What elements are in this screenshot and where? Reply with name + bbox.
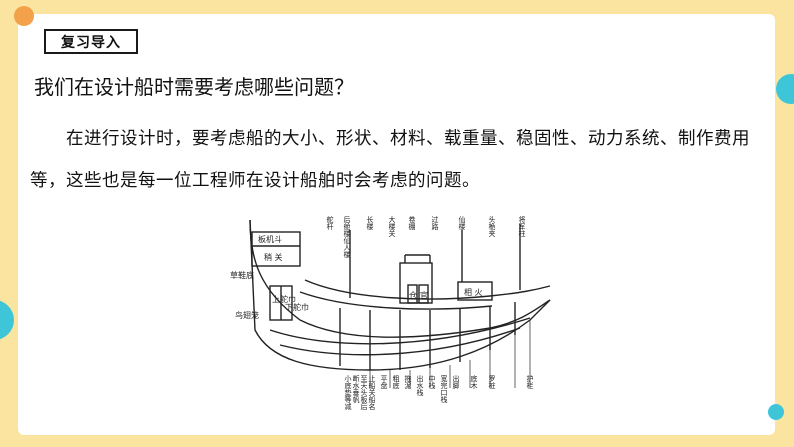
label-bottom-11: 底木 xyxy=(470,374,478,390)
body-paragraph: 在进行设计时，要考虑船的大小、形状、材料、载重量、稳固性、动力系统、制作费用等，… xyxy=(30,129,750,191)
label-top-6: 仙楼 xyxy=(458,215,466,231)
label-bottom-13: 护栏 xyxy=(526,374,534,390)
label-top-7: 头桅夹 xyxy=(488,215,496,238)
label-top-8: 将军柱 xyxy=(518,215,526,238)
label-bottom-8: 中栈 xyxy=(428,374,436,389)
decor-dot-teal-left xyxy=(0,300,14,340)
label-bottom-3: 止船关船名 xyxy=(368,374,376,410)
label-stern-box-mid: 稍 关 xyxy=(264,252,283,262)
decor-dot-teal-right xyxy=(776,74,794,104)
slide-card xyxy=(18,14,775,435)
label-stern-box-top: 板机斗 xyxy=(258,234,282,244)
label-cabin-left: 仓 xyxy=(409,290,417,300)
label-top-2: 长楼 xyxy=(366,215,374,231)
label-top-1: 后舱楼仙人楼 xyxy=(343,215,351,259)
label-bottom-0: 小底垫等减 xyxy=(344,374,352,410)
label-bottom-6: 拖泥 xyxy=(404,374,412,390)
decor-dot-teal-small xyxy=(768,404,784,420)
label-bottom-1: 断水垂帆 xyxy=(352,374,360,404)
label-top-3: 大楼关 xyxy=(388,215,396,238)
label-left-side-2: 鸟翅笼 xyxy=(235,310,259,320)
label-bottom-10: 出脚 xyxy=(452,374,460,390)
ship-diagram: 板机斗 稍 关 草鞋底 鸟翅笼 上舵巾 下舵巾 仓 官 相 火 舵杆 后舱楼仙人楼… xyxy=(230,215,551,410)
label-top-4: 卷棚 xyxy=(408,215,416,231)
section-tag: 复习导入 xyxy=(44,29,138,54)
label-bottom-5: 粗底 xyxy=(392,374,400,390)
label-cabin-right: 官 xyxy=(420,290,428,300)
label-left-side-1: 草鞋底 xyxy=(230,270,254,280)
label-rudder-2: 下舵巾 xyxy=(285,302,309,312)
label-top-5: 过路 xyxy=(431,215,439,231)
label-bottom-9: 宽完口栈 xyxy=(440,374,448,403)
label-bottom-2: 至天头板后柱 xyxy=(360,375,368,410)
label-top-0: 舵杆 xyxy=(326,215,334,231)
label-bottom-12: 罗桩 xyxy=(488,375,496,390)
label-cabin-box: 相 火 xyxy=(464,287,483,297)
label-bottom-7: 出水栈 xyxy=(416,374,424,396)
label-bottom-4: 平盘 xyxy=(380,375,388,389)
decor-dot-orange xyxy=(14,6,34,26)
label-rudder-1: 上舵巾 xyxy=(272,294,296,304)
question-heading: 我们在设计船时需要考虑哪些问题？ xyxy=(34,75,354,99)
